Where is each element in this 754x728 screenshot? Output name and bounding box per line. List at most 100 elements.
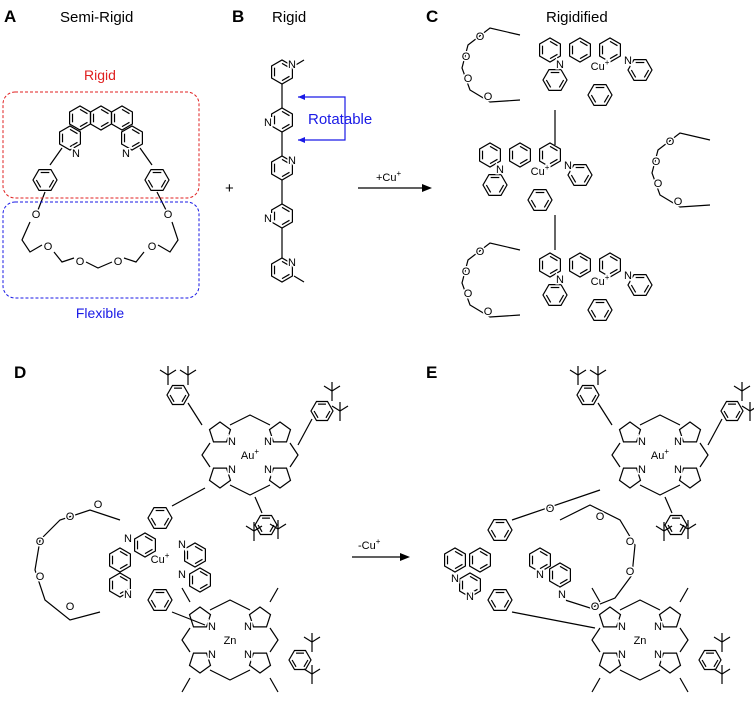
bond xyxy=(591,627,601,653)
ring xyxy=(528,547,552,573)
bond xyxy=(679,677,689,693)
ring xyxy=(32,169,58,191)
ring xyxy=(208,467,232,489)
bond xyxy=(597,369,607,376)
bond xyxy=(69,141,78,148)
bond xyxy=(543,199,550,208)
atom-label: N xyxy=(208,621,216,633)
bond xyxy=(603,94,610,103)
bond xyxy=(131,141,140,148)
atom-label: N xyxy=(466,591,474,603)
atom-label: N xyxy=(124,533,132,545)
bond xyxy=(35,179,42,188)
ring xyxy=(487,518,513,542)
bond xyxy=(209,669,251,681)
bond xyxy=(545,294,552,303)
bond xyxy=(297,418,313,446)
bond xyxy=(179,369,189,376)
bond xyxy=(530,199,537,208)
bond xyxy=(490,529,497,538)
panel-title-B: Rigid xyxy=(272,9,306,26)
ring xyxy=(627,274,653,296)
bond xyxy=(144,535,153,542)
ring xyxy=(108,572,131,598)
atom-label: O xyxy=(626,536,635,548)
bond xyxy=(461,27,521,103)
bond xyxy=(181,587,191,603)
bond xyxy=(269,627,279,653)
bond xyxy=(159,369,169,376)
bond xyxy=(485,184,492,193)
atom-label: O xyxy=(476,31,485,43)
atom-label: N xyxy=(624,55,632,67)
ring xyxy=(509,142,532,168)
bond xyxy=(479,550,488,557)
bond xyxy=(583,174,590,183)
flexible-label: Flexible xyxy=(76,305,124,321)
bond xyxy=(119,575,128,582)
ring xyxy=(147,588,173,612)
bond xyxy=(281,158,290,165)
atom-label: O xyxy=(36,536,45,548)
ring xyxy=(618,421,642,443)
atom-label: N xyxy=(72,148,80,160)
atom-label: O xyxy=(484,91,493,103)
bond xyxy=(667,524,673,533)
atom-label: N xyxy=(618,621,626,633)
bond xyxy=(733,385,743,392)
atom-label: N xyxy=(654,621,662,633)
ring xyxy=(576,384,600,406)
rigid-label: Rigid xyxy=(84,67,116,83)
bond xyxy=(579,40,588,47)
reaction-arrow-icon xyxy=(352,553,410,561)
bond xyxy=(21,221,43,253)
bond xyxy=(579,53,588,60)
panel-title-A: Semi-Rigid xyxy=(60,9,133,26)
bond xyxy=(591,677,601,693)
ring xyxy=(598,37,622,63)
atom-label: N xyxy=(178,569,186,581)
bond xyxy=(79,108,88,115)
ring xyxy=(538,142,562,168)
metal-cu: Cu+ xyxy=(591,273,610,288)
ring xyxy=(189,567,211,593)
bond xyxy=(545,79,552,88)
atom-label: O xyxy=(462,51,471,63)
atom-label: N xyxy=(674,436,682,448)
atom-label: N xyxy=(624,270,632,282)
atom-label: O xyxy=(464,73,473,85)
atom-label: N xyxy=(496,164,504,176)
bond xyxy=(100,108,109,115)
bond xyxy=(679,587,689,603)
atom-label: N xyxy=(618,649,626,661)
atom-label: N xyxy=(124,589,132,601)
bond xyxy=(549,158,558,165)
bond xyxy=(156,191,167,211)
atom-label: N xyxy=(178,539,186,551)
bond xyxy=(323,385,333,392)
bond xyxy=(664,496,673,514)
atom-label: N xyxy=(638,436,646,448)
atom-label: N xyxy=(451,573,459,585)
ring xyxy=(538,37,562,63)
bond xyxy=(209,599,251,611)
bond xyxy=(119,588,128,595)
ring xyxy=(268,421,292,443)
bond xyxy=(229,484,271,496)
atom-label: O xyxy=(76,256,85,268)
ring xyxy=(538,252,562,278)
bond xyxy=(519,145,528,152)
bond xyxy=(609,53,618,60)
bond xyxy=(701,659,707,668)
bond xyxy=(490,599,497,608)
bond xyxy=(511,489,601,521)
atom-label: O xyxy=(674,196,683,208)
bond xyxy=(479,563,488,570)
bond xyxy=(289,442,299,468)
bond xyxy=(277,523,287,530)
atom-label: O xyxy=(626,566,635,578)
bond xyxy=(69,128,78,135)
ring xyxy=(587,83,613,107)
bond xyxy=(489,158,498,165)
